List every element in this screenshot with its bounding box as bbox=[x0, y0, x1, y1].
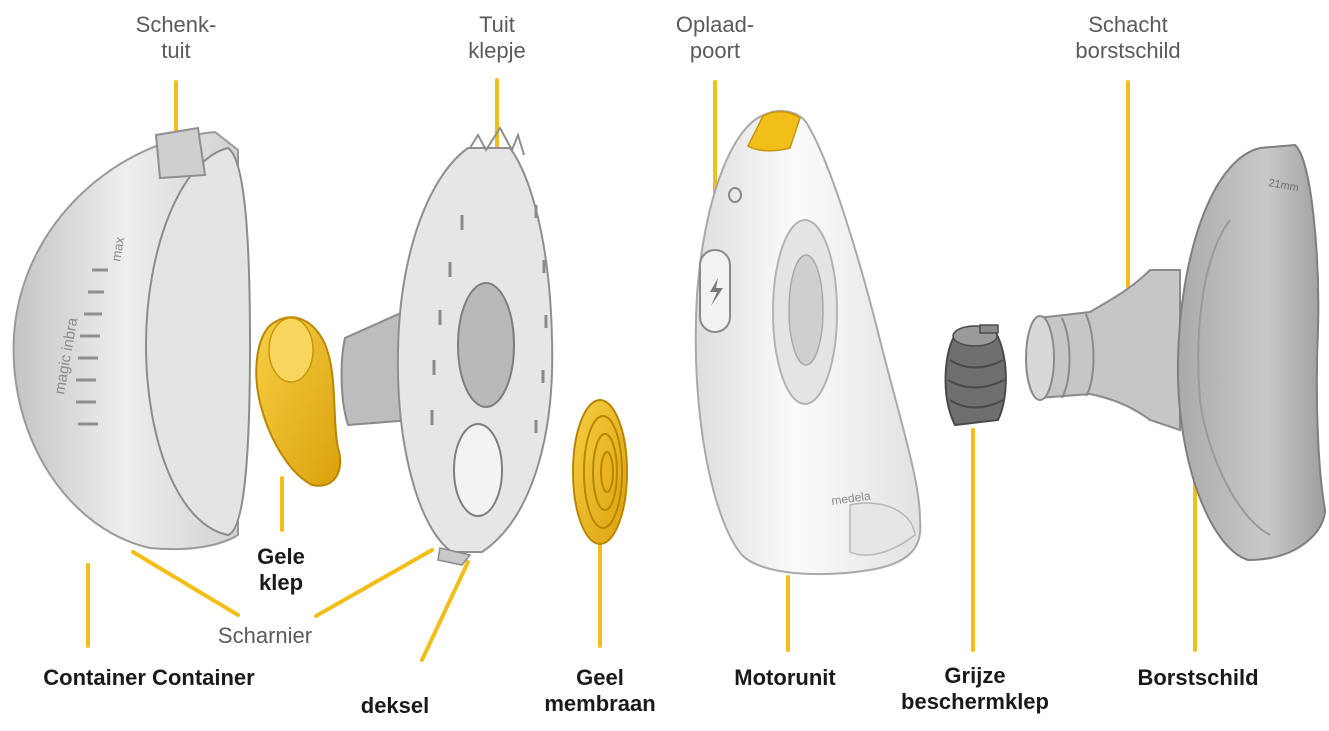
label-gele-klep: Gele klep bbox=[236, 544, 326, 596]
deksel-part bbox=[340, 126, 554, 566]
label-geel-membraan-line2: membraan bbox=[544, 691, 656, 716]
label-oplaadpoort-line1: Oplaad- bbox=[675, 12, 755, 37]
label-gele-klep-line2: klep bbox=[258, 570, 304, 595]
label-deksel: deksel bbox=[360, 693, 430, 718]
container-part: magic inbra max bbox=[12, 126, 252, 551]
grijze-beschermklep-part bbox=[944, 324, 1007, 427]
geel-membraan-part bbox=[572, 399, 628, 545]
container-max-text: max bbox=[108, 235, 127, 262]
label-schenktuit-line2: tuit bbox=[161, 38, 191, 63]
leader-lines bbox=[86, 78, 1197, 662]
label-grijze-line2: beschermklep bbox=[901, 689, 1049, 714]
label-grijze-line1: Grijze bbox=[944, 663, 1006, 688]
motor-brand-text: medela bbox=[830, 489, 871, 508]
label-schacht-borstschild: Schacht borstschild bbox=[1058, 12, 1198, 64]
label-gele-klep-line1: Gele bbox=[257, 544, 305, 569]
label-oplaadpoort-line2: poort bbox=[689, 38, 741, 63]
deksel-scale-ticks bbox=[430, 205, 548, 433]
leader-scharnier-b bbox=[314, 548, 434, 618]
label-geel-membraan: Geel membraan bbox=[520, 665, 680, 717]
label-scharnier: Scharnier bbox=[217, 623, 313, 648]
leader-deksel bbox=[420, 560, 470, 662]
label-tuit-klepje: Tuit klepje bbox=[447, 12, 547, 64]
leader-scharnier-a bbox=[131, 550, 240, 617]
label-oplaadpoort: Oplaad- poort bbox=[655, 12, 775, 64]
shield-size-text: 21mm bbox=[1267, 177, 1299, 194]
label-tuit-klepje-line2: klepje bbox=[468, 38, 526, 63]
label-schacht-line2: borstschild bbox=[1075, 38, 1181, 63]
label-tuit-klepje-line1: Tuit bbox=[479, 12, 515, 37]
label-borstschild: Borstschild bbox=[1137, 665, 1259, 690]
container-scale-ticks bbox=[76, 268, 108, 426]
label-schenktuit-line1: Schenk- bbox=[135, 12, 217, 37]
label-container: Container Container bbox=[43, 665, 255, 690]
label-geel-membraan-line1: Geel bbox=[576, 665, 624, 690]
gele-klep-part bbox=[255, 316, 342, 487]
motorunit-part: medela bbox=[694, 109, 922, 576]
label-schacht-line1: Schacht bbox=[1088, 12, 1168, 37]
label-grijze-beschermklep: Grijze beschermklep bbox=[885, 663, 1065, 715]
borstschild-part: 21mm bbox=[1025, 143, 1327, 562]
label-schenktuit: Schenk- tuit bbox=[118, 12, 234, 64]
label-motorunit: Motorunit bbox=[734, 665, 836, 690]
